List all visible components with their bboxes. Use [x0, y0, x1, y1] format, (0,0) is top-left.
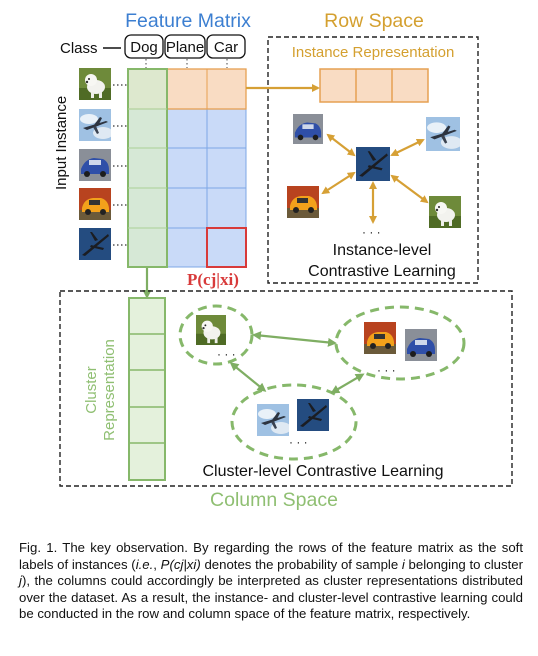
- instance-representation-label: Instance Representation: [292, 44, 455, 61]
- row-car-orange-thumb: [287, 186, 319, 218]
- cluster-representation-vector: [128, 297, 166, 481]
- class-box-dog: [124, 34, 164, 59]
- input-instance-label: Input Instance: [53, 96, 70, 190]
- probability-label: P(cj|xi): [187, 270, 239, 289]
- class-label: Class: [60, 40, 98, 57]
- feature-matrix: [127, 68, 247, 268]
- cluster-dog-thumb: [196, 315, 226, 345]
- cluster-ellipses: [178, 304, 466, 461]
- cluster-plane2-thumb: [297, 399, 329, 431]
- class-car: Car: [214, 39, 238, 56]
- cluster-level-label: Cluster-level Contrastive Learning: [203, 463, 444, 480]
- caption-ie: i.e.: [135, 556, 154, 572]
- cluster-car-blue-thumb: [405, 329, 437, 361]
- class-box-plane: [164, 34, 206, 59]
- thumb-car-blue: [79, 149, 111, 181]
- input-thumbnails: [79, 68, 111, 260]
- class-plane: Plane: [166, 39, 204, 56]
- matrix-first-column: [127, 68, 168, 268]
- cluster-dog: [178, 304, 254, 366]
- instance-level-label-1: Instance-level: [333, 242, 432, 259]
- thumbnail-connectors: [113, 84, 127, 246]
- row-plane-thumb: [426, 117, 460, 151]
- cluster-representation-label-1: Cluster: [83, 366, 100, 414]
- caption-part-3: denotes the probability of sample: [200, 556, 402, 572]
- instance-level-label-2: Contrastive Learning: [308, 263, 456, 280]
- column-space-box: [59, 290, 513, 487]
- row-dog-thumb: [429, 196, 461, 228]
- thumb-dog: [79, 68, 111, 100]
- cluster-car-orange-thumb: [364, 322, 396, 354]
- caption-probability: P(cj|xi): [160, 556, 201, 572]
- cluster-plane-ellipsis: · · ·: [289, 435, 308, 449]
- class-connectors: [145, 59, 228, 68]
- caption-i: i: [401, 556, 405, 572]
- row-car-blue-thumb: [293, 114, 323, 144]
- center-plane-thumb: [356, 147, 390, 181]
- instance-representation-vector: [319, 68, 429, 103]
- class-box-car: [206, 34, 246, 59]
- column-space-title: Column Space: [210, 489, 338, 511]
- figure-diagram: Feature Matrix Row Space Class Dog Plane…: [53, 10, 513, 511]
- row-space-box: [267, 36, 479, 284]
- instance-ellipsis: · · ·: [362, 225, 381, 239]
- cluster-dog-ellipsis: · · ·: [217, 347, 236, 361]
- cluster-plane: [230, 383, 358, 461]
- class-headers: Dog Plane Car: [124, 34, 246, 59]
- figure-caption: Fig. 1. The key observation. By regardin…: [19, 540, 523, 623]
- cluster-car: [334, 305, 466, 381]
- caption-part-1: Fig. 1. The key observation. By regardin…: [19, 540, 523, 572]
- thumb-plane-2: [79, 228, 111, 260]
- thumb-plane: [79, 109, 111, 141]
- feature-matrix-title: Feature Matrix: [125, 10, 251, 32]
- caption-j: j: [19, 573, 22, 589]
- thumb-car-orange: [79, 188, 111, 220]
- cluster-car-ellipsis: · · ·: [377, 363, 396, 377]
- cluster-plane-thumb: [257, 404, 289, 436]
- instance-arrows: [321, 133, 429, 224]
- class-dog: Dog: [130, 39, 158, 56]
- cluster-representation-label-2: Representation: [101, 339, 118, 441]
- caption-part-4: belonging to cluster: [404, 556, 523, 572]
- caption-part-2: ,: [153, 556, 161, 572]
- caption-part-5: ), the columns could accordingly be inte…: [19, 573, 523, 622]
- cluster-arrows: [229, 331, 365, 394]
- probability-cell: [206, 227, 247, 268]
- row-space-title: Row Space: [324, 10, 424, 32]
